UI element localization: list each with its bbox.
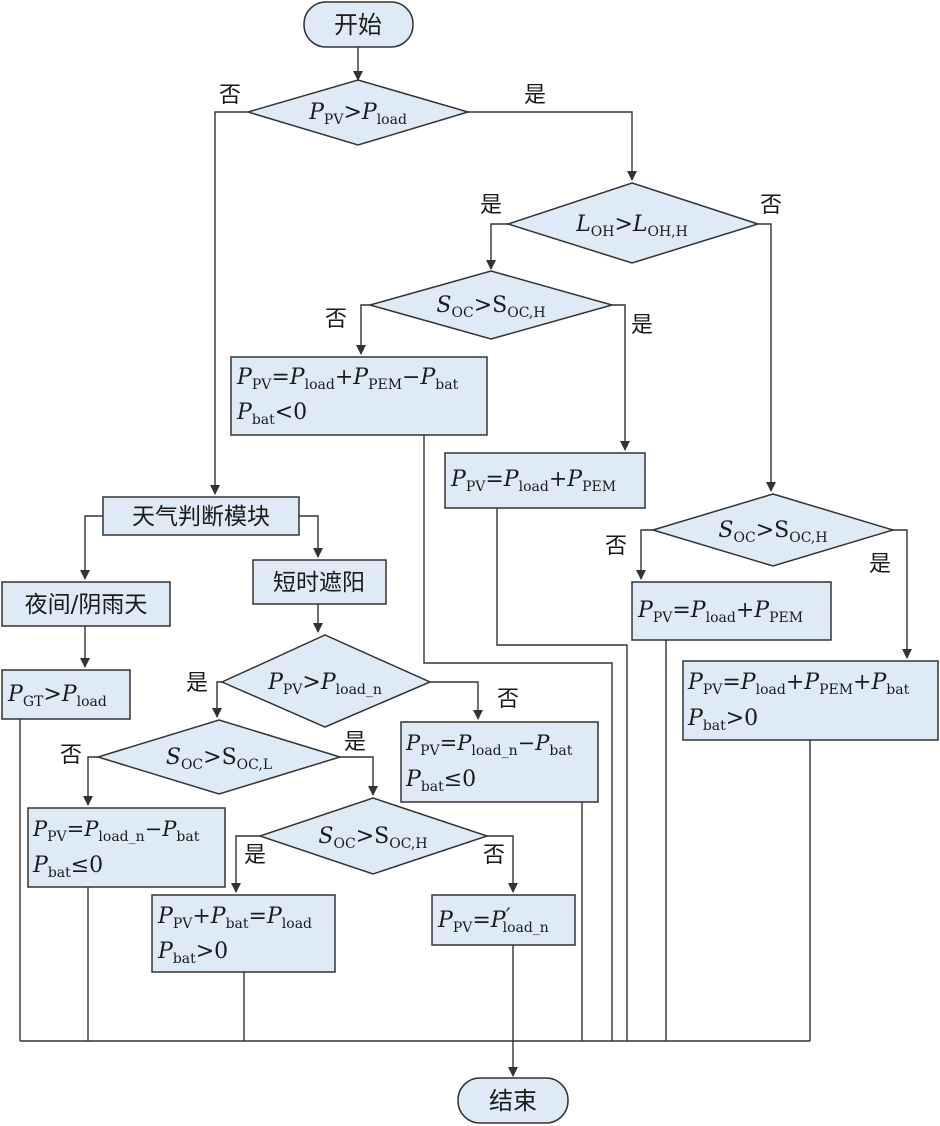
edge-d2-no: [758, 223, 776, 492]
edge-d2-yes: [486, 223, 508, 270]
decision-d3-label: SOC>SOC,H: [436, 293, 545, 321]
process-p6-line1: PPV=Pload_n−Pbat: [405, 731, 573, 759]
branch-labels: 否 是 是 否 否 是 否 是 是 否 否 是 是 否: [60, 83, 891, 868]
d4-no-label: 否: [605, 534, 627, 559]
short-shade-label: 短时遮阳: [273, 570, 365, 596]
decision-d1: PPV>Pload: [245, 79, 471, 146]
process-p6-line2: Pbat≤0: [405, 767, 476, 795]
edge-d4-no: [636, 529, 653, 580]
process-p5: PGT>Pload: [1, 669, 131, 720]
edge-d6-no: [83, 756, 98, 806]
process-p1-line2: Pbat<0: [236, 400, 307, 428]
drop-p1: [423, 435, 613, 1041]
process-p3: PPV=Pload+PPEM: [631, 581, 832, 641]
decision-d2: LOH>LOH,H: [505, 182, 761, 264]
d2-no-label: 否: [760, 193, 782, 218]
d7-yes-label: 是: [244, 843, 266, 868]
edge-d5-yes: [212, 681, 222, 718]
edge-d3-no: [356, 304, 370, 355]
decision-d6: SOC>SOC,L: [95, 719, 343, 795]
process-p8-line2: Pbat>0: [157, 939, 228, 967]
process-p1-line1: PPV=Pload+PPEM−Pbat: [236, 365, 459, 393]
end-label: 结束: [489, 1087, 537, 1115]
decision-d5: PPV>Pload_n: [220, 634, 432, 728]
process-p6: PPV=Pload_n−Pbat Pbat≤0: [400, 721, 599, 803]
process-p7: PPV=Pload_n−Pbat Pbat≤0: [27, 807, 226, 888]
edge-weather-to-shade: [299, 515, 323, 558]
decision-d3: SOC>SOC,H: [367, 270, 615, 340]
d5-yes-label: 是: [186, 671, 208, 696]
night-rainy-box: 夜间/阴雨天: [1, 581, 171, 627]
edge-d1-yes: [468, 111, 637, 181]
d5-no-label: 否: [497, 687, 519, 712]
decision-d2-label: LOH>LOH,H: [575, 212, 688, 240]
edge-d6-yes: [340, 756, 378, 796]
process-p7-line1: PPV=Pload_n−Pbat: [32, 817, 200, 845]
d2-yes-label: 是: [480, 193, 502, 218]
d3-no-label: 否: [325, 307, 347, 332]
start-label: 开始: [334, 11, 382, 39]
decision-d5-label: PPV>Pload_n: [267, 670, 382, 698]
process-p9: PPV=P′load_n: [431, 894, 576, 946]
d1-yes-label: 是: [524, 83, 546, 108]
process-p5-line1: PGT>Pload: [7, 682, 107, 710]
d6-yes-label: 是: [344, 730, 366, 755]
d4-yes-label: 是: [869, 552, 891, 577]
process-p8: PPV+Pbat=Pload Pbat>0: [151, 894, 336, 973]
process-p9-line1: PPV=P′load_n: [437, 905, 549, 936]
process-p1: PPV=Pload+PPEM−Pbat Pbat<0: [230, 356, 488, 436]
decision-d4: SOC>SOC,H: [650, 493, 896, 567]
d3-yes-label: 是: [631, 313, 653, 338]
weather-module-label: 天气判断模块: [132, 504, 270, 530]
process-p2: PPV=Pload+PPEM: [444, 452, 646, 509]
edge-d5-no: [430, 681, 483, 720]
process-p8-line1: PPV+Pbat=Pload: [157, 904, 312, 932]
weather-module-box: 天气判断模块: [102, 496, 300, 536]
connectors: [19, 47, 912, 1077]
d6-no-label: 否: [60, 743, 82, 768]
process-p4: PPV=Pload+PPEM+Pbat Pbat>0: [682, 660, 939, 741]
decision-d4-label: SOC>SOC,H: [718, 518, 827, 546]
decision-d7: SOC>SOC,H: [257, 797, 490, 875]
process-p2-line1: PPV=Pload+PPEM: [450, 467, 616, 495]
end-terminal: 结束: [457, 1077, 569, 1124]
edge-weather-to-night: [80, 515, 103, 580]
process-p4-line1: PPV=Pload+PPEM+Pbat: [687, 670, 910, 698]
decision-d1-label: PPV>Pload: [308, 100, 407, 128]
drop-p2: [496, 508, 628, 1041]
edge-d7-no: [487, 835, 518, 893]
decision-d6-label: SOC>SOC,L: [166, 745, 272, 773]
edge-d7-yes: [231, 835, 260, 893]
decision-d7-label: SOC>SOC,H: [318, 824, 427, 852]
start-terminal: 开始: [303, 1, 414, 48]
edge-d3-yes: [612, 304, 630, 451]
short-shade-box: 短时遮阳: [252, 559, 387, 605]
process-p4-line2: Pbat>0: [687, 706, 758, 734]
edge-d1-no: [210, 111, 248, 495]
edge-d4-yes: [893, 529, 912, 659]
d7-no-label: 否: [483, 843, 505, 868]
process-p3-line1: PPV=Pload+PPEM: [637, 598, 803, 626]
d1-no-label: 否: [219, 83, 241, 108]
night-rainy-label: 夜间/阴雨天: [25, 592, 148, 618]
process-p7-line2: Pbat≤0: [32, 853, 103, 881]
